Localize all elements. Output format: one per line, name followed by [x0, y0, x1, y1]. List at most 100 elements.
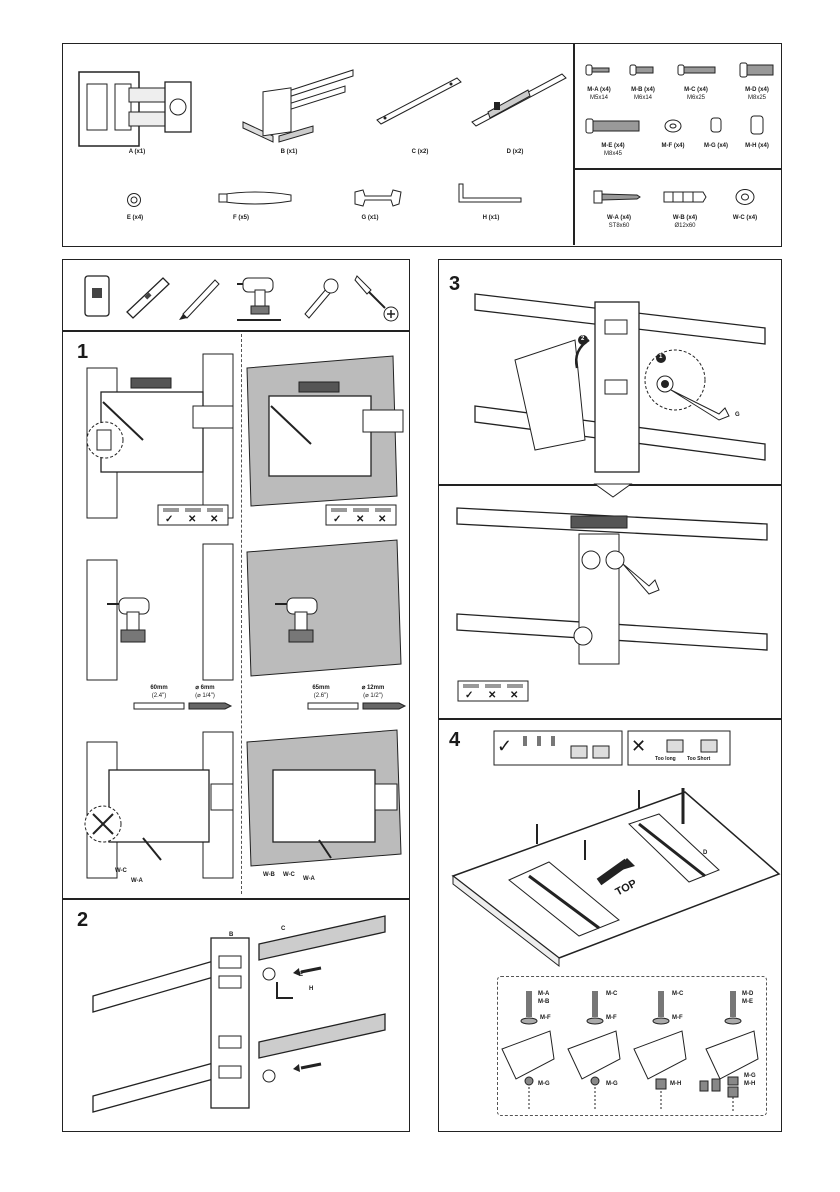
step2-b-label: B [229, 932, 234, 938]
parts-divider [573, 44, 575, 245]
too-long-label: Too long [655, 756, 676, 762]
concrete-wa-label: W-A [303, 876, 315, 882]
screw-me-label: M-E (x4)M8x45 [601, 143, 625, 157]
arm-tighten-mark [456, 507, 768, 665]
concrete-wb-label: W-B [263, 872, 275, 878]
screw-md-label: M-D (x4)M8x25 [745, 87, 769, 101]
concrete-wall-mark [246, 355, 404, 507]
screw-mc-label: M-C (x4)M6x25 [684, 87, 708, 101]
part-g-illustration [354, 189, 402, 207]
pencil-icon [179, 279, 220, 320]
screw-ma-icon [585, 64, 610, 76]
c4-md: M-D [742, 991, 754, 997]
step-1-number: 1 [77, 341, 89, 363]
concrete-level-check-card [325, 504, 397, 526]
step2-c-label: C [281, 926, 286, 932]
part-a-label: A (x1) [128, 149, 146, 155]
step3-cross-mark-2: ✕ [510, 690, 519, 701]
step4-divider [439, 718, 781, 720]
c3-mh: M-H [670, 1081, 682, 1087]
washer-mf-label: M-F (x4) [661, 143, 685, 149]
concrete-drill-label: ⌀ 12mm(⌀ 1/2") [361, 685, 385, 699]
washer-wc-label: W-C (x4) [732, 215, 758, 221]
arm-attach-mark [474, 293, 766, 473]
wood-wa-label: W-A [131, 878, 143, 884]
part-f-label: F (x5) [232, 215, 249, 221]
screw-fit-wrong-card [627, 730, 731, 766]
wood-wall-mark [86, 353, 234, 519]
wrench-tool-icon [304, 278, 339, 319]
concrete-check-mark: ✓ [333, 514, 342, 525]
concrete-cross-mark-2: ✕ [378, 514, 387, 525]
level-icon [126, 277, 170, 319]
c4-me: M-E [742, 999, 753, 1005]
step3-n2-label: 2 [581, 336, 585, 342]
screw-mb-label: M-B (x4)M6x14 [631, 87, 655, 101]
washer-mf-icon [664, 119, 682, 133]
bracket-assembly-mark [92, 915, 386, 1113]
c4-mg: M-G [744, 1073, 756, 1079]
part-e-label: E (x4) [126, 215, 144, 221]
wood-fastening-mark [84, 731, 234, 879]
step4-d-label: D [703, 850, 708, 856]
c3-mf: M-F [672, 1015, 683, 1021]
screw-ma-label: M-A (x4)M5x14 [587, 87, 611, 101]
part-d-illustration [471, 73, 567, 127]
part-h-label: H (x1) [482, 215, 500, 221]
tv-back-mark [451, 788, 781, 968]
wood-depth-label: 60mm(2.4") [150, 685, 168, 699]
wood-cross-mark-1: ✕ [188, 514, 197, 525]
part-h-illustration [458, 183, 522, 203]
wood-drilling-mark [86, 543, 234, 681]
left-steps-panel: 1 ✓ ✕ ✕ ✓ ✕ ✕ 60mm(2.4") [62, 259, 410, 1132]
screwdriver-icon [354, 275, 399, 322]
c1-mg: M-G [538, 1081, 550, 1087]
concrete-depth-label: 65mm(2.6") [312, 685, 330, 699]
c2-mg: M-G [606, 1081, 618, 1087]
concrete-drilling-mark [246, 539, 402, 677]
anchor-wb-icon [663, 191, 707, 203]
screw-wa-label: W-A (x4)ST8x60 [607, 215, 631, 229]
combo-1-mark [501, 991, 555, 1111]
c1-mb: M-B [538, 999, 550, 1005]
concrete-fastening-mark [246, 729, 402, 867]
part-b-label: B (x1) [280, 149, 298, 155]
part-a-illustration [78, 71, 192, 147]
c3-mc: M-C [672, 991, 684, 997]
c2-mf: M-F [606, 1015, 617, 1021]
c2-mc: M-C [606, 991, 618, 997]
step2-divider [63, 898, 409, 900]
part-c-illustration [376, 77, 462, 125]
part-b-illustration [242, 69, 354, 143]
spacer-mh-icon [750, 115, 764, 135]
step3-g-label: G [735, 412, 740, 418]
tools-divider [63, 330, 409, 332]
screw-me-icon [585, 118, 640, 134]
step3-cross-mark-1: ✕ [488, 690, 497, 701]
spacer-mg-label: M-G (x4) [704, 143, 728, 149]
combo-4-mark [699, 991, 759, 1111]
step-3-number: 3 [449, 273, 461, 295]
step3-check-mark: ✓ [465, 690, 474, 701]
wood-wc-label: W-C [115, 868, 127, 874]
screw-mb-icon [629, 64, 654, 76]
combo-2-mark [567, 991, 621, 1111]
step2-h-label: H [309, 986, 314, 992]
level-check-card [157, 504, 229, 526]
concrete-wc-label: W-C [283, 872, 295, 878]
drill-icon [237, 277, 281, 321]
c1-ma: M-A [538, 991, 550, 997]
concrete-drillbit-icon [307, 702, 407, 710]
wood-cross-mark-2: ✕ [210, 514, 219, 525]
c1-mf: M-F [540, 1015, 551, 1021]
part-d-label: D (x2) [506, 149, 524, 155]
spacer-mh-label: M-H (x4) [745, 143, 769, 149]
screw-wa-icon [593, 190, 641, 204]
screws-divider [573, 168, 781, 170]
fit-wrong-cross: ✕ [631, 736, 647, 756]
anchor-wb-label: W-B (x4)Ø12x60 [672, 215, 698, 229]
wood-drillbit-icon [133, 702, 233, 710]
step3-n1-label: 1 [659, 354, 663, 360]
step-2-number: 2 [77, 909, 89, 931]
fit-correct-check: ✓ [497, 736, 513, 756]
